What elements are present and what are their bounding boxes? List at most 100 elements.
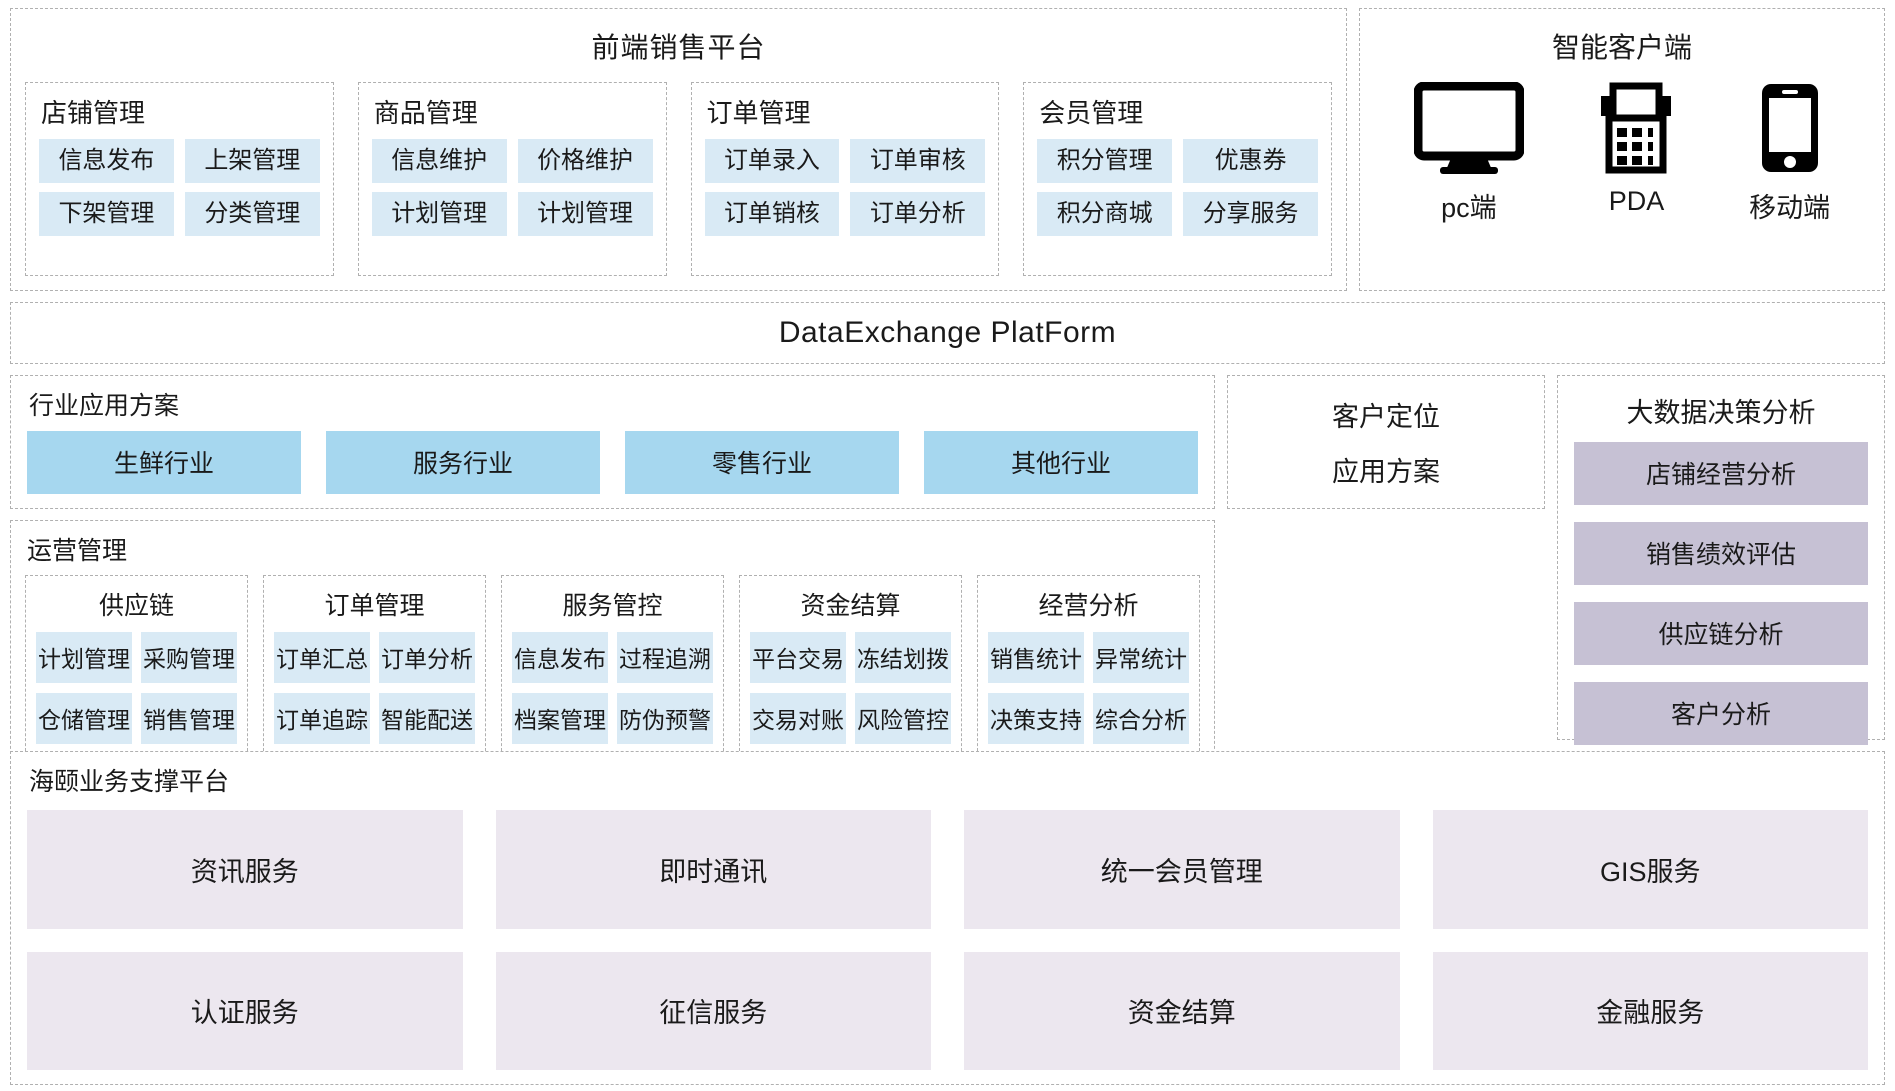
feature-cell[interactable]: 计划管理 [517, 192, 653, 237]
feature-cell[interactable]: 订单分析 [850, 192, 986, 237]
ops-group-cells: 计划管理 采购管理 仓储管理 销售管理 [36, 632, 237, 744]
feature-cell[interactable]: 积分商城 [1037, 192, 1173, 237]
ops-group-cells: 信息发布 过程追溯 档案管理 防伪预警 [512, 632, 713, 744]
feature-cell[interactable]: 信息维护 [371, 139, 507, 184]
industry-cell[interactable]: 生鲜行业 [27, 430, 301, 494]
ops-group-title: 订单管理 [324, 592, 425, 620]
ops-cell[interactable]: 档案管理 [512, 693, 608, 744]
ops-cell[interactable]: 采购管理 [141, 632, 237, 683]
feature-cell[interactable]: 计划管理 [371, 192, 507, 237]
group-member-management: 会员管理 积分管理 优惠券 积分商城 分享服务 [1023, 82, 1332, 276]
device-pda: PDA [1595, 82, 1677, 217]
group-title: 订单管理 [706, 98, 811, 128]
feature-cell[interactable]: 下架管理 [39, 192, 174, 237]
ops-group-cells: 平台交易 冻结划拨 交易对账 风险管控 [750, 632, 951, 744]
ops-cell[interactable]: 仓储管理 [36, 693, 132, 744]
ops-cell[interactable]: 综合分析 [1093, 693, 1189, 744]
ops-cell[interactable]: 防伪预警 [617, 693, 713, 744]
device-mobile: 移动端 [1749, 82, 1830, 225]
operations-management-title: 运营管理 [27, 537, 128, 565]
group-title: 商品管理 [373, 98, 478, 128]
support-cell[interactable]: 资金结算 [964, 951, 1400, 1070]
ops-group-cells: 订单汇总 订单分析 订单追踪 智能配送 [274, 632, 475, 744]
data-exchange-platform-band: DataExchange PlatForm [10, 302, 1885, 364]
support-platform-panel: 海颐业务支撑平台 资讯服务 即时通讯 统一会员管理 GIS服务 认证服务 征信服… [10, 751, 1885, 1085]
group-product-management: 商品管理 信息维护 价格维护 计划管理 计划管理 [357, 82, 667, 276]
smart-client-title: 智能客户端 [1551, 32, 1692, 63]
feature-cell[interactable]: 价格维护 [517, 139, 653, 184]
group-cells: 信息维护 价格维护 计划管理 计划管理 [371, 139, 653, 237]
industry-cell[interactable]: 其他行业 [924, 430, 1198, 494]
bigdata-cell[interactable]: 销售绩效评估 [1574, 522, 1868, 585]
ops-cell[interactable]: 订单分析 [379, 632, 475, 683]
industry-solutions-panel: 行业应用方案 生鲜行业 服务行业 零售行业 其他行业 [10, 375, 1215, 509]
front-platform-groups: 店铺管理 信息发布 上架管理 下架管理 分类管理 商品管理 信息维护 价格维护 … [25, 82, 1332, 276]
front-sales-platform-panel: 前端销售平台 店铺管理 信息发布 上架管理 下架管理 分类管理 商品管理 信息维… [10, 8, 1347, 291]
top-row: 前端销售平台 店铺管理 信息发布 上架管理 下架管理 分类管理 商品管理 信息维… [10, 8, 1885, 291]
group-title: 店铺管理 [41, 98, 146, 128]
feature-cell[interactable]: 优惠券 [1183, 139, 1318, 184]
feature-cell[interactable]: 积分管理 [1037, 139, 1173, 184]
operations-management-panel: 运营管理 供应链 计划管理 采购管理 仓储管理 销售管理 订单管理 [10, 520, 1215, 769]
ops-cell[interactable]: 订单追踪 [274, 693, 370, 744]
ops-group-title: 经营分析 [1038, 592, 1139, 620]
group-order-management: 订单管理 订单录入 订单审核 订单销核 订单分析 [690, 82, 1000, 276]
group-cells: 订单录入 订单审核 订单销核 订单分析 [704, 139, 986, 237]
ops-group-title: 供应链 [98, 592, 174, 620]
bigdata-cell[interactable]: 客户分析 [1574, 682, 1868, 745]
middle-left-column: 行业应用方案 生鲜行业 服务行业 零售行业 其他行业 运营管理 供应链 计划管理… [10, 375, 1215, 769]
ops-cell[interactable]: 过程追溯 [617, 632, 713, 683]
feature-cell[interactable]: 分享服务 [1183, 192, 1318, 237]
support-cell[interactable]: 金融服务 [1432, 951, 1868, 1070]
bigdata-cells: 店铺经营分析 销售绩效评估 供应链分析 客户分析 [1574, 442, 1868, 745]
ops-cell[interactable]: 信息发布 [512, 632, 608, 683]
feature-cell[interactable]: 订单录入 [704, 139, 840, 184]
bigdata-cell[interactable]: 供应链分析 [1574, 602, 1868, 665]
feature-cell[interactable]: 上架管理 [184, 139, 320, 184]
pda-icon [1595, 82, 1677, 174]
data-exchange-title: DataExchange PlatForm [778, 316, 1117, 349]
customer-positioning-line2: 应用方案 [1332, 457, 1440, 487]
ops-cell[interactable]: 冻结划拨 [855, 632, 951, 683]
ops-group-cells: 销售统计 异常统计 决策支持 综合分析 [988, 632, 1189, 744]
ops-group-supply-chain: 供应链 计划管理 采购管理 仓储管理 销售管理 [25, 575, 248, 756]
ops-cell[interactable]: 智能配送 [379, 693, 475, 744]
support-cell[interactable]: 征信服务 [495, 951, 931, 1070]
ops-cell[interactable]: 平台交易 [750, 632, 846, 683]
ops-cell[interactable]: 交易对账 [750, 693, 846, 744]
bigdata-cell[interactable]: 店铺经营分析 [1574, 442, 1868, 505]
group-store-management: 店铺管理 信息发布 上架管理 下架管理 分类管理 [25, 82, 334, 276]
bigdata-decision-analysis-panel: 大数据决策分析 店铺经营分析 销售绩效评估 供应链分析 客户分析 [1557, 375, 1885, 745]
ops-group-fund-settlement: 资金结算 平台交易 冻结划拨 交易对账 风险管控 [739, 575, 962, 756]
device-list: pc端 [1378, 76, 1866, 280]
industry-cell[interactable]: 服务行业 [326, 430, 600, 494]
ops-cell[interactable]: 销售管理 [141, 693, 237, 744]
ops-cell[interactable]: 风险管控 [855, 693, 951, 744]
support-cell[interactable]: 认证服务 [27, 951, 463, 1070]
industry-cells: 生鲜行业 服务行业 零售行业 其他行业 [27, 430, 1198, 494]
feature-cell[interactable]: 订单销核 [704, 192, 840, 237]
device-label: PDA [1608, 186, 1665, 216]
support-cell[interactable]: GIS服务 [1432, 810, 1868, 929]
ops-cell[interactable]: 异常统计 [1093, 632, 1189, 683]
ops-cell[interactable]: 订单汇总 [274, 632, 370, 683]
device-pc: pc端 [1413, 82, 1524, 225]
support-cell[interactable]: 统一会员管理 [964, 810, 1400, 929]
feature-cell[interactable]: 信息发布 [39, 139, 174, 184]
feature-cell[interactable]: 订单审核 [850, 139, 986, 184]
ops-cell[interactable]: 计划管理 [36, 632, 132, 683]
ops-cell[interactable]: 销售统计 [988, 632, 1084, 683]
ops-group-order-management: 订单管理 订单汇总 订单分析 订单追踪 智能配送 [263, 575, 486, 756]
ops-cell[interactable]: 决策支持 [988, 693, 1084, 744]
monitor-icon [1413, 82, 1524, 174]
front-sales-platform-title: 前端销售平台 [591, 32, 766, 63]
device-label: 移动端 [1749, 193, 1831, 223]
support-cell[interactable]: 即时通讯 [495, 810, 931, 929]
group-cells: 信息发布 上架管理 下架管理 分类管理 [39, 139, 320, 237]
support-cell[interactable]: 资讯服务 [27, 810, 463, 929]
industry-cell[interactable]: 零售行业 [625, 430, 899, 494]
bigdata-title: 大数据决策分析 [1626, 398, 1816, 428]
device-label: pc端 [1441, 193, 1497, 223]
feature-cell[interactable]: 分类管理 [184, 192, 320, 237]
